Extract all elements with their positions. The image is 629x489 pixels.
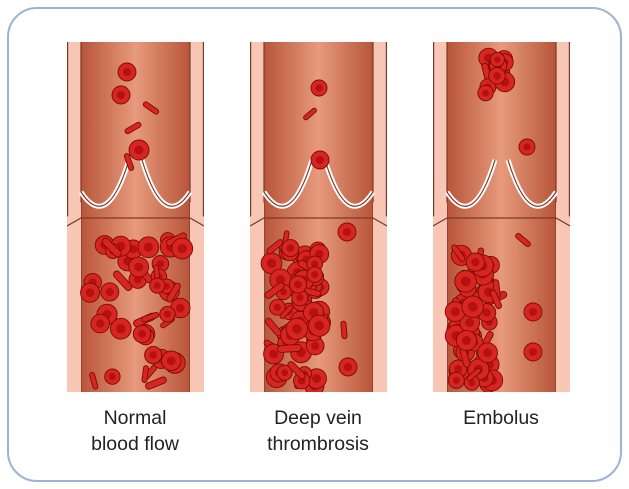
- red-blood-cell: [289, 276, 306, 293]
- red-blood-cell: [91, 314, 110, 333]
- caption-deep-vein-thrombosis: Deep vein thrombrosis: [243, 405, 393, 457]
- red-blood-cell: [81, 283, 100, 302]
- red-blood-cell: [105, 369, 120, 384]
- red-blood-cell: [150, 278, 165, 293]
- red-blood-cell: [339, 358, 357, 376]
- red-blood-cell: [112, 86, 130, 104]
- vein-normal-blood-flow: [67, 42, 204, 392]
- caption-line: Deep vein: [243, 405, 393, 431]
- caption-normal-blood-flow: Normal blood flow: [60, 405, 210, 457]
- red-blood-cell: [489, 68, 506, 85]
- caption-line: thrombrosis: [243, 431, 393, 457]
- red-blood-cell: [277, 344, 301, 352]
- red-blood-cell: [309, 315, 330, 336]
- red-blood-cell: [341, 321, 348, 339]
- red-blood-cell: [490, 52, 504, 66]
- red-blood-cell: [338, 223, 356, 241]
- red-blood-cell: [311, 80, 327, 96]
- vein-deep-vein-thrombosis: [250, 42, 387, 392]
- red-blood-cell: [478, 85, 493, 100]
- red-blood-cell: [129, 140, 149, 160]
- vein-embolus: [433, 42, 570, 392]
- red-blood-cell: [138, 237, 159, 258]
- red-blood-cell: [462, 296, 484, 318]
- red-blood-cell: [448, 372, 464, 388]
- red-blood-cell: [456, 330, 476, 350]
- caption-line: Embolus: [426, 405, 576, 431]
- caption-embolus: Embolus: [426, 405, 576, 431]
- red-blood-cell: [524, 343, 542, 361]
- red-blood-cell: [118, 63, 136, 81]
- red-blood-cell: [466, 253, 484, 271]
- red-blood-cell: [101, 283, 119, 301]
- red-blood-cell: [282, 240, 299, 257]
- red-blood-cell: [160, 306, 175, 321]
- caption-line: blood flow: [60, 431, 210, 457]
- red-blood-cell: [311, 151, 329, 169]
- red-blood-cell: [307, 267, 323, 283]
- red-blood-cell: [145, 346, 162, 363]
- red-blood-cell: [129, 257, 149, 277]
- red-blood-cell: [478, 343, 498, 363]
- red-blood-cell: [519, 139, 535, 155]
- red-blood-cell: [455, 271, 477, 293]
- red-blood-cell: [172, 238, 193, 259]
- red-blood-cell: [161, 351, 181, 371]
- red-blood-cell: [286, 318, 307, 339]
- red-blood-cell: [133, 325, 151, 343]
- caption-line: Normal: [60, 405, 210, 431]
- red-blood-cell: [524, 303, 542, 321]
